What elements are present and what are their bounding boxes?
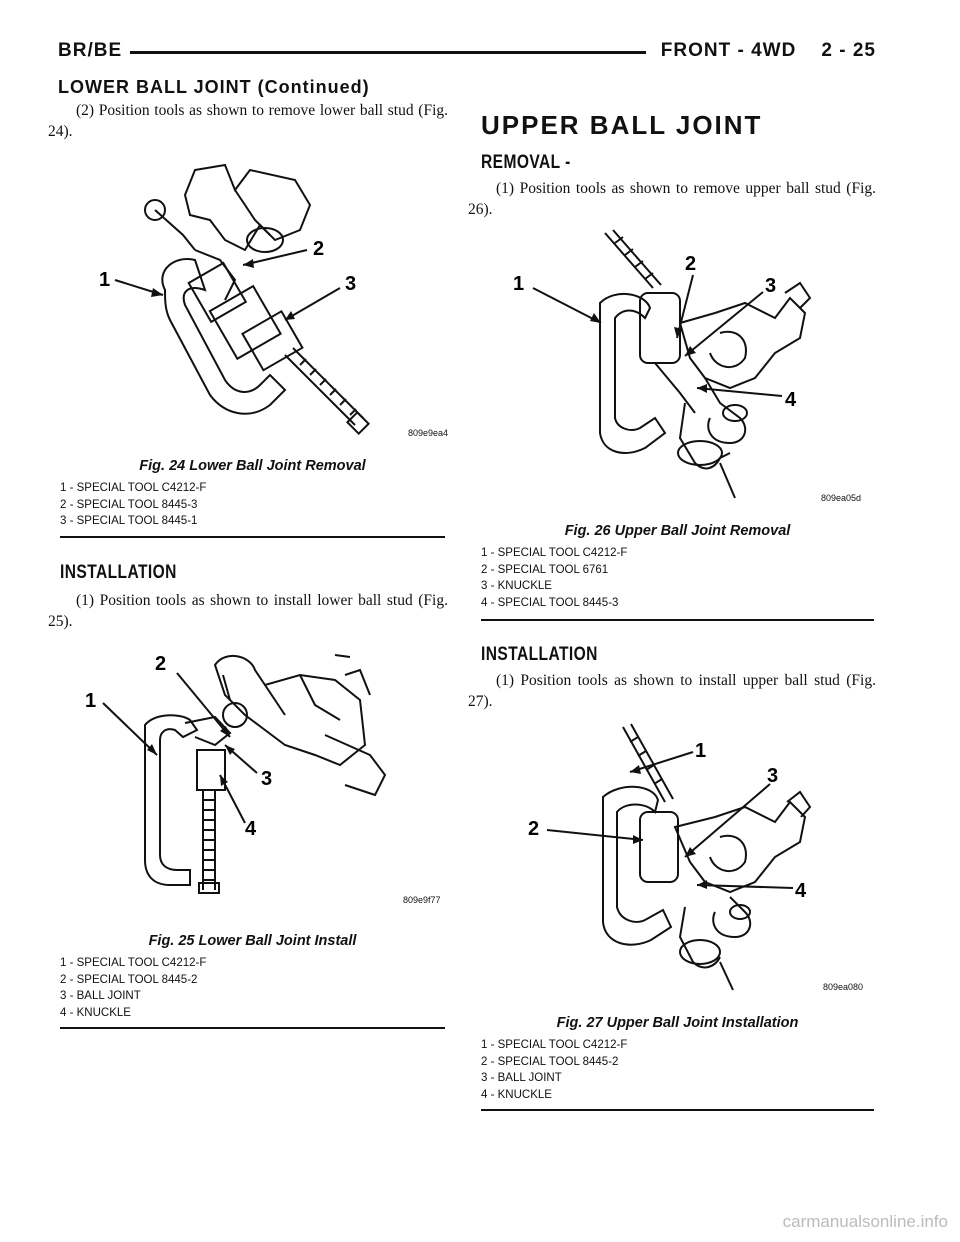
- fig27-legend: 1 - SPECIAL TOOL C4212-F 2 - SPECIAL TOO…: [481, 1037, 874, 1103]
- watermark: carmanualsonline.info: [782, 1212, 948, 1231]
- right-installation-heading: INSTALLATION: [481, 644, 598, 665]
- fig25-callout-4: 4: [245, 818, 257, 840]
- fig27-callout-3: 3: [767, 765, 778, 787]
- fig26-legend-4: 4 - SPECIAL TOOL 8445-3: [481, 596, 619, 609]
- fig26-illustration: 1 2 3 4 809ea05d: [505, 228, 875, 508]
- upper-ball-joint-title: UPPER BALL JOINT: [481, 110, 763, 140]
- fig24-legend-1: 1 - SPECIAL TOOL C4212-F: [60, 482, 207, 494]
- fig24-callout-2: 2: [313, 238, 324, 260]
- removal-heading: REMOVAL -: [481, 152, 571, 173]
- left-step-install-text: (1) Position tools as shown to install l…: [48, 592, 448, 630]
- fig27-legend-2: 2 - SPECIAL TOOL 8445-2: [481, 1055, 619, 1068]
- left-step-remove-text: (2) Position tools as shown to remove lo…: [48, 102, 448, 140]
- fig25-rule: [60, 1027, 445, 1029]
- left-installation-heading: INSTALLATION: [60, 562, 177, 583]
- right-step-remove-text: (1) Position tools as shown to remove up…: [468, 180, 876, 218]
- right-step-install-text: (1) Position tools as shown to install u…: [468, 672, 876, 710]
- fig25-callout-1: 1: [85, 690, 96, 712]
- fig25-callout-3: 3: [261, 768, 272, 790]
- fig24-drawing: 1 2 3: [99, 163, 371, 436]
- fig25-legend-1: 1 - SPECIAL TOOL C4212-F: [60, 957, 207, 969]
- fig24-legend-2: 2 - SPECIAL TOOL 8445-3: [60, 498, 198, 511]
- fig27-legend-4: 4 - KNUCKLE: [481, 1088, 552, 1101]
- fig26-legend: 1 - SPECIAL TOOL C4212-F 2 - SPECIAL TOO…: [481, 545, 874, 611]
- section-page-number: FRONT - 4WD 2 - 25: [660, 40, 876, 61]
- fig26-legend-3: 3 - KNUCKLE: [481, 580, 552, 592]
- fig24-callout-3: 3: [345, 273, 356, 295]
- fig27-drawing: 1 2 3 4: [528, 723, 812, 991]
- fig24-caption: Fig. 24 Lower Ball Joint Removal: [139, 458, 366, 474]
- fig24-illustration: 1 2 3 809e9ea4: [85, 160, 455, 445]
- fig25-callout-2: 2: [155, 653, 166, 675]
- left-step-remove: (2) Position tools as shown to remove lo…: [48, 100, 448, 142]
- left-step-install: (1) Position tools as shown to install l…: [48, 590, 448, 632]
- fig27-legend-3: 3 - BALL JOINT: [481, 1072, 562, 1084]
- fig27-caption: Fig. 27 Upper Ball Joint Installation: [556, 1015, 799, 1031]
- fig26-callout-4: 4: [785, 389, 797, 411]
- fig27-callout-1: 1: [695, 740, 706, 762]
- fig25-legend: 1 - SPECIAL TOOL C4212-F 2 - SPECIAL TOO…: [60, 955, 445, 1021]
- fig26-callout-2: 2: [685, 253, 696, 275]
- fig27-code: 809ea080: [823, 982, 864, 992]
- fig26-drawing: 1 2 3 4: [513, 229, 812, 499]
- fig25-legend-3: 3 - BALL JOINT: [60, 990, 141, 1002]
- fig25-code: 809e9f77: [403, 895, 441, 905]
- fig27-callout-4: 4: [795, 880, 807, 902]
- fig27-illustration: 1 2 3 4 809ea080: [525, 722, 875, 997]
- fig27-rule: [481, 1109, 874, 1111]
- continued-heading: LOWER BALL JOINT (Continued): [58, 77, 370, 97]
- fig26-code: 809ea05d: [821, 493, 862, 503]
- fig26-rule: [481, 619, 874, 621]
- fig25-caption: Fig. 25 Lower Ball Joint Install: [148, 933, 357, 949]
- fig25-illustration: 2 1 3 4 809e9f77: [85, 645, 455, 910]
- fig26-legend-2: 2 - SPECIAL TOOL 6761: [481, 563, 609, 576]
- fig24-callout-1: 1: [99, 269, 110, 291]
- fig26-callout-1: 1: [513, 273, 524, 295]
- fig24-legend: 1 - SPECIAL TOOL C4212-F 2 - SPECIAL TOO…: [60, 480, 445, 530]
- fig25-legend-2: 2 - SPECIAL TOOL 8445-2: [60, 973, 198, 986]
- fig26-caption: Fig. 26 Upper Ball Joint Removal: [564, 523, 791, 539]
- fig25-drawing: 2 1 3 4: [85, 653, 387, 894]
- right-step-remove: (1) Position tools as shown to remove up…: [468, 178, 876, 220]
- fig27-callout-2: 2: [528, 818, 539, 840]
- fig24-code: 809e9ea4: [408, 428, 449, 438]
- fig26-callout-3: 3: [765, 275, 776, 297]
- header-rule: [130, 51, 646, 54]
- fig27-legend-1: 1 - SPECIAL TOOL C4212-F: [481, 1039, 628, 1051]
- fig24-rule: [60, 536, 445, 538]
- right-step-install: (1) Position tools as shown to install u…: [468, 670, 876, 712]
- fig26-legend-1: 1 - SPECIAL TOOL C4212-F: [481, 547, 628, 559]
- manual-code: BR/BE: [58, 40, 123, 61]
- fig24-legend-3: 3 - SPECIAL TOOL 8445-1: [60, 515, 198, 527]
- fig25-legend-4: 4 - KNUCKLE: [60, 1006, 131, 1019]
- page-header: BR/BE FRONT - 4WD 2 - 25: [58, 40, 876, 76]
